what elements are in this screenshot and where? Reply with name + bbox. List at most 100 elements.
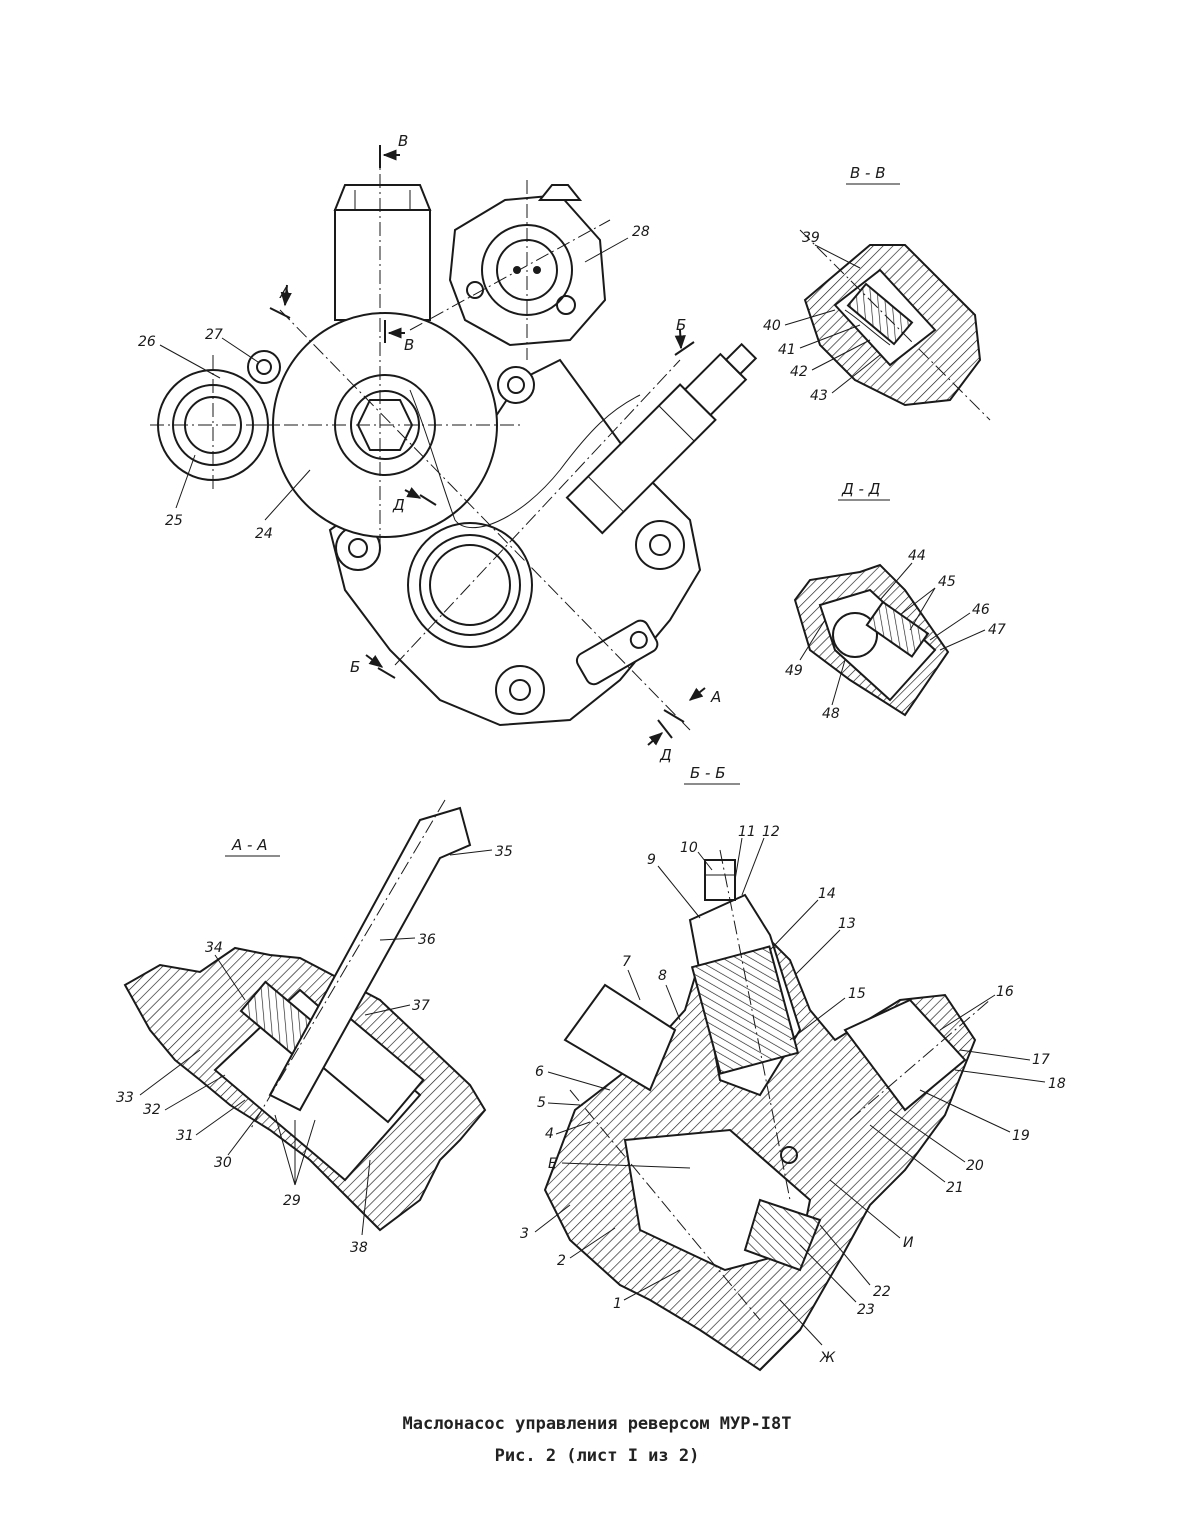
cut-letter: Д bbox=[659, 746, 672, 764]
svg-text:20: 20 bbox=[966, 1158, 984, 1174]
svg-text:21: 21 bbox=[946, 1180, 964, 1196]
callout-36: 36 bbox=[379, 932, 436, 948]
callout-13: 13 bbox=[794, 916, 856, 976]
cut-letter: В bbox=[404, 336, 414, 354]
svg-text:45: 45 bbox=[938, 574, 956, 590]
callout-17: 17 bbox=[959, 1049, 1050, 1068]
callout-11: 11 bbox=[734, 824, 756, 881]
svg-text:44: 44 bbox=[908, 548, 926, 564]
cut-marker-d: Д Д bbox=[392, 487, 673, 764]
callout-8: 8 bbox=[658, 968, 681, 1021]
callout-20: 20 bbox=[889, 1109, 984, 1174]
section-vv: В - В 39 40 41 42 43 bbox=[763, 164, 991, 421]
svg-text:24: 24 bbox=[255, 526, 273, 542]
svg-text:28: 28 bbox=[632, 224, 650, 240]
svg-text:47: 47 bbox=[988, 622, 1006, 638]
callout-41: 41 bbox=[778, 324, 861, 358]
svg-text:40: 40 bbox=[763, 318, 781, 334]
section-aa: А - А 35 36 37 34 33 32 31 30 29 38 bbox=[116, 799, 513, 1256]
svg-text:15: 15 bbox=[848, 986, 866, 1002]
svg-text:42: 42 bbox=[790, 364, 808, 380]
svg-text:4: 4 bbox=[545, 1126, 554, 1142]
callout-47: 47 bbox=[939, 622, 1006, 651]
callout-37: 37 bbox=[364, 998, 430, 1016]
valve-cartridge bbox=[565, 342, 758, 535]
svg-text:И: И bbox=[903, 1235, 914, 1251]
callout-2: 2 bbox=[557, 1227, 616, 1269]
svg-text:26: 26 bbox=[138, 334, 156, 350]
callout-24: 24 bbox=[255, 469, 311, 542]
svg-text:12: 12 bbox=[762, 824, 780, 840]
callout-29: 29 bbox=[274, 1114, 316, 1209]
callout-44: 44 bbox=[879, 548, 926, 601]
svg-text:33: 33 bbox=[116, 1090, 134, 1106]
callout-5: 5 bbox=[537, 1095, 581, 1111]
callout-42: 42 bbox=[790, 339, 871, 380]
cut-letter: Б bbox=[676, 316, 686, 334]
drain-fitting bbox=[575, 619, 659, 686]
callout-30: 30 bbox=[214, 1109, 263, 1171]
callout-25: 25 bbox=[165, 454, 196, 529]
svg-text:49: 49 bbox=[785, 663, 803, 679]
svg-text:1: 1 bbox=[613, 1296, 622, 1312]
mounting-ear bbox=[635, 520, 685, 570]
callout-34: 34 bbox=[205, 940, 246, 1001]
svg-text:14: 14 bbox=[818, 886, 836, 902]
svg-text:9: 9 bbox=[647, 852, 656, 868]
section-dd: Д - Д 44 45 46 47 48 49 bbox=[785, 480, 1006, 722]
section-title: В - В bbox=[850, 164, 886, 182]
callout-49: 49 bbox=[785, 619, 826, 679]
svg-text:25: 25 bbox=[165, 513, 183, 529]
callout-38: 38 bbox=[350, 1159, 371, 1256]
svg-text:36: 36 bbox=[418, 932, 436, 948]
svg-text:30: 30 bbox=[214, 1155, 232, 1171]
section-title: А - А bbox=[231, 836, 267, 854]
callout-4: 4 bbox=[545, 1121, 591, 1142]
callout-32: 32 bbox=[143, 1074, 226, 1118]
svg-text:Е: Е bbox=[548, 1156, 557, 1172]
svg-text:35: 35 bbox=[495, 844, 513, 860]
callout-E: Е bbox=[548, 1156, 691, 1172]
svg-text:5: 5 bbox=[537, 1095, 546, 1111]
callout-28: 28 bbox=[584, 224, 650, 263]
svg-text:23: 23 bbox=[857, 1302, 875, 1318]
callout-6: 6 bbox=[535, 1064, 611, 1091]
svg-text:39: 39 bbox=[802, 230, 820, 246]
cut-letter: Д bbox=[392, 496, 405, 514]
section-bb: 10 11 12 9 14 13 15 7 8 6 5 4 Е 3 2 1 16… bbox=[520, 824, 1066, 1372]
callout-12: 12 bbox=[741, 824, 780, 896]
svg-text:16: 16 bbox=[996, 984, 1014, 1000]
svg-text:43: 43 bbox=[810, 388, 828, 404]
svg-text:8: 8 bbox=[658, 968, 667, 984]
cut-letter: А bbox=[279, 284, 290, 302]
mounting-ear bbox=[497, 366, 535, 404]
callout-23: 23 bbox=[799, 1244, 875, 1318]
callout-45: 45 bbox=[899, 574, 956, 631]
callout-26: 26 bbox=[138, 334, 221, 379]
cut-letter: В bbox=[398, 132, 408, 150]
svg-text:27: 27 bbox=[205, 327, 223, 343]
lock-wire bbox=[409, 389, 641, 529]
svg-text:32: 32 bbox=[143, 1102, 161, 1118]
svg-text:3: 3 bbox=[520, 1226, 529, 1242]
callout-33: 33 bbox=[116, 1049, 201, 1106]
callout-Zh: Ж bbox=[779, 1299, 836, 1366]
svg-text:48: 48 bbox=[822, 706, 840, 722]
section-title: Б - Б bbox=[690, 764, 726, 782]
svg-text:19: 19 bbox=[1012, 1128, 1030, 1144]
svg-text:18: 18 bbox=[1048, 1076, 1066, 1092]
callout-10: 10 bbox=[680, 840, 713, 871]
svg-text:17: 17 bbox=[1032, 1052, 1050, 1068]
svg-text:29: 29 bbox=[283, 1193, 301, 1209]
svg-text:10: 10 bbox=[680, 840, 698, 856]
cut-marker-a: А А bbox=[269, 284, 721, 723]
svg-text:37: 37 bbox=[412, 998, 430, 1014]
left-fitting bbox=[157, 350, 281, 481]
callout-9: 9 bbox=[647, 852, 701, 919]
callout-15: 15 bbox=[789, 986, 866, 1041]
svg-text:38: 38 bbox=[350, 1240, 368, 1256]
callout-35: 35 bbox=[449, 844, 513, 860]
svg-text:41: 41 bbox=[778, 342, 796, 358]
cut-marker-b: Б Б bbox=[350, 316, 695, 679]
